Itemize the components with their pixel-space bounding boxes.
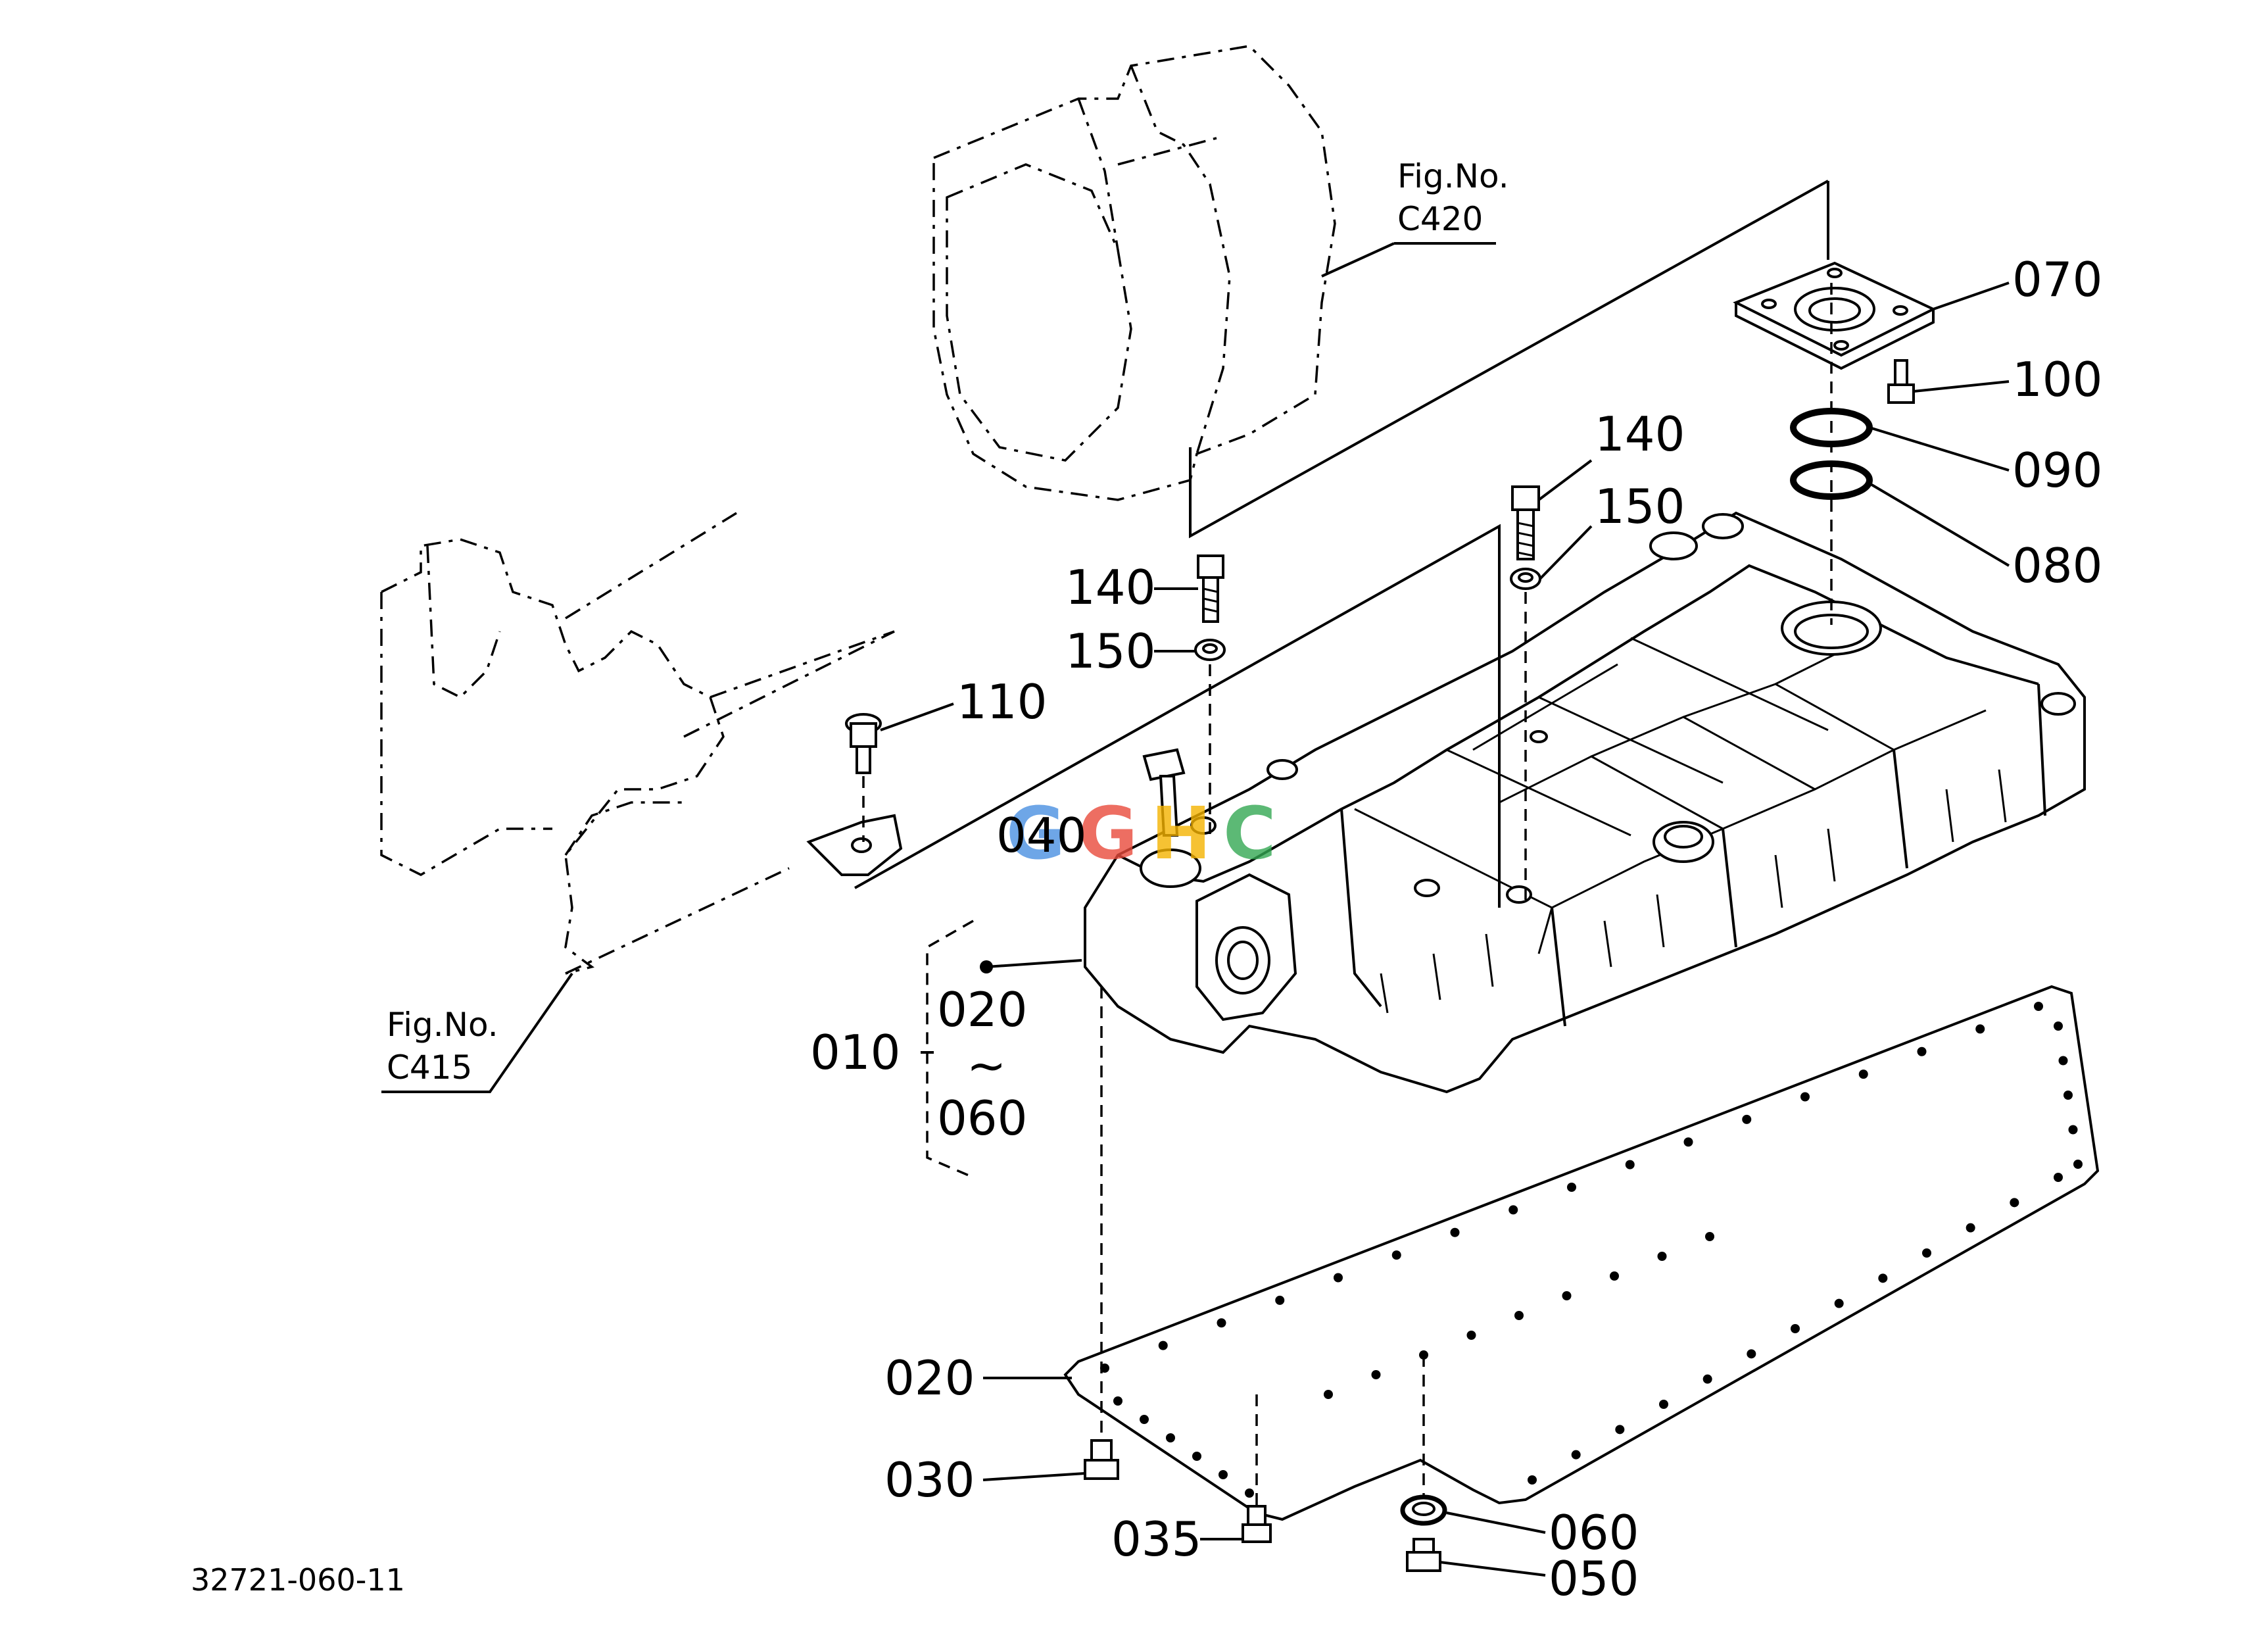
cover-plate-070 <box>1733 261 1937 370</box>
washer-150-left <box>1194 639 1226 661</box>
plate-bolt-hole <box>2073 1160 2083 1169</box>
callout-150-right: 150 <box>1595 479 1685 534</box>
plate-bolt-hole <box>2054 1173 2063 1182</box>
breather-040 <box>1142 748 1217 837</box>
plate-bolt-hole <box>2058 1056 2068 1066</box>
plate-bolt-hole <box>1140 1415 1149 1424</box>
leader-lines <box>381 180 2010 1577</box>
washer-150-right <box>1510 568 1541 590</box>
callout-110: 110 <box>957 674 1047 729</box>
plate-bolt-hole <box>1158 1340 1168 1350</box>
fig-ref-c420-code: C420 <box>1397 200 1483 238</box>
plate-bolt-hole <box>1466 1331 1476 1340</box>
plate-bolt-hole <box>1571 1450 1581 1460</box>
plate-bolt-hole <box>1334 1273 1343 1283</box>
callout-035: 035 <box>1111 1512 1201 1567</box>
plate-bolt-hole <box>1659 1400 1668 1409</box>
plate-bolt-hole <box>1702 1374 1712 1384</box>
plate-bolt-hole <box>1371 1370 1381 1379</box>
callout-070: 070 <box>2012 252 2102 307</box>
plate-holes <box>1100 1002 2083 1498</box>
callout-020-range-start: 020 <box>937 982 1027 1037</box>
watermark-letter-2: G <box>1078 791 1138 875</box>
gghc-watermark: G G H C <box>1006 791 1276 875</box>
plate-bolt-hole <box>1217 1318 1226 1328</box>
plate-bolt-hole <box>1683 1137 1693 1147</box>
reference-dot <box>980 960 993 973</box>
plate-bolt-hole <box>1834 1298 1844 1308</box>
watermark-letter-4: C <box>1223 791 1276 875</box>
plate-bolt-hole <box>1615 1425 1625 1435</box>
drain-plug-050 <box>1406 1538 1441 1572</box>
main-case-body <box>1084 511 2086 1094</box>
fig-ref-c420-label: Fig.No. <box>1397 157 1509 195</box>
bolt-035 <box>1242 1505 1272 1543</box>
plate-bolt-hole <box>1922 1248 1931 1258</box>
pan-plate-020 <box>1063 985 2100 1521</box>
bolt-030 <box>1084 1439 1119 1480</box>
callout-080: 080 <box>2012 538 2102 593</box>
callout-140-right: 140 <box>1595 406 1685 462</box>
callout-050: 050 <box>1549 1551 1639 1606</box>
plate-bolt-hole <box>1966 1223 1975 1233</box>
plate-bolt-hole <box>1324 1390 1333 1399</box>
callout-020: 020 <box>884 1350 975 1406</box>
fig-ref-c415-code: C415 <box>387 1048 472 1087</box>
callout-040: 040 <box>996 808 1086 863</box>
plate-bolt-hole <box>1742 1114 1752 1124</box>
plate-bolt-hole <box>1508 1205 1518 1215</box>
callout-090: 090 <box>2012 443 2102 498</box>
plate-bolt-hole <box>1218 1470 1228 1479</box>
transmission-housing-outline <box>932 45 1336 501</box>
front-frame-outline <box>380 512 895 975</box>
plate-bolt-hole <box>1747 1349 1756 1359</box>
plate-bolt-hole <box>1791 1324 1800 1333</box>
plate-bolt-hole <box>1657 1252 1667 1261</box>
plate-bolt-hole <box>1192 1452 1201 1461</box>
plate-bolt-hole <box>1245 1488 1254 1498</box>
plate-bolt-hole <box>1113 1396 1122 1406</box>
plate-bolt-hole <box>2034 1002 2043 1011</box>
plate-bolt-hole <box>1625 1160 1635 1169</box>
bolt-140-right <box>1511 485 1540 560</box>
callout-060-range-end: 060 <box>937 1091 1027 1146</box>
diagram-number: 32721-060-11 <box>191 1562 405 1598</box>
plate-bolt-hole <box>1858 1069 1868 1079</box>
callout-030: 030 <box>884 1452 975 1508</box>
plate-bolt-hole <box>2054 1021 2063 1031</box>
plate-bolt-hole <box>2063 1091 2073 1100</box>
callout-150-left: 150 <box>1065 624 1155 679</box>
callout-010: 010 <box>810 1025 900 1080</box>
plate-bolt-hole <box>1562 1291 1572 1300</box>
watermark-letter-3: H <box>1151 791 1211 875</box>
bolt-100 <box>1887 359 1915 404</box>
washer-060 <box>1400 1494 1447 1526</box>
bracket-plate <box>806 814 903 876</box>
plate-bolt-hole <box>1610 1271 1619 1281</box>
callout-060: 060 <box>1549 1505 1639 1560</box>
plate-bolt-hole <box>1917 1046 1927 1056</box>
plate-bolt-hole <box>1166 1433 1175 1442</box>
plate-bolt-hole <box>1878 1273 1888 1283</box>
plate-bolt-hole <box>1275 1295 1285 1305</box>
plate-bolt-hole <box>1514 1311 1524 1320</box>
plate-bolt-hole <box>1450 1227 1460 1237</box>
callout-100: 100 <box>2012 352 2102 407</box>
bolt-140-left <box>1197 554 1224 623</box>
plate-bolt-hole <box>1975 1024 1985 1034</box>
plate-bolt-hole <box>1528 1475 1537 1485</box>
callout-range-tilde: ~ <box>967 1038 1006 1093</box>
plate-bolt-hole <box>2068 1125 2078 1135</box>
bolt-110 <box>845 713 882 774</box>
callout-140-left: 140 <box>1065 560 1155 615</box>
plate-bolt-hole <box>1567 1183 1576 1192</box>
watermark-letter-1: G <box>1006 791 1065 875</box>
plate-bolt-hole <box>2010 1198 2019 1208</box>
plate-bolt-hole <box>1705 1232 1714 1241</box>
plate-bolt-hole <box>1391 1250 1401 1260</box>
plate-bolt-hole <box>1800 1092 1810 1102</box>
fig-ref-c415-label: Fig.No. <box>387 1006 498 1044</box>
